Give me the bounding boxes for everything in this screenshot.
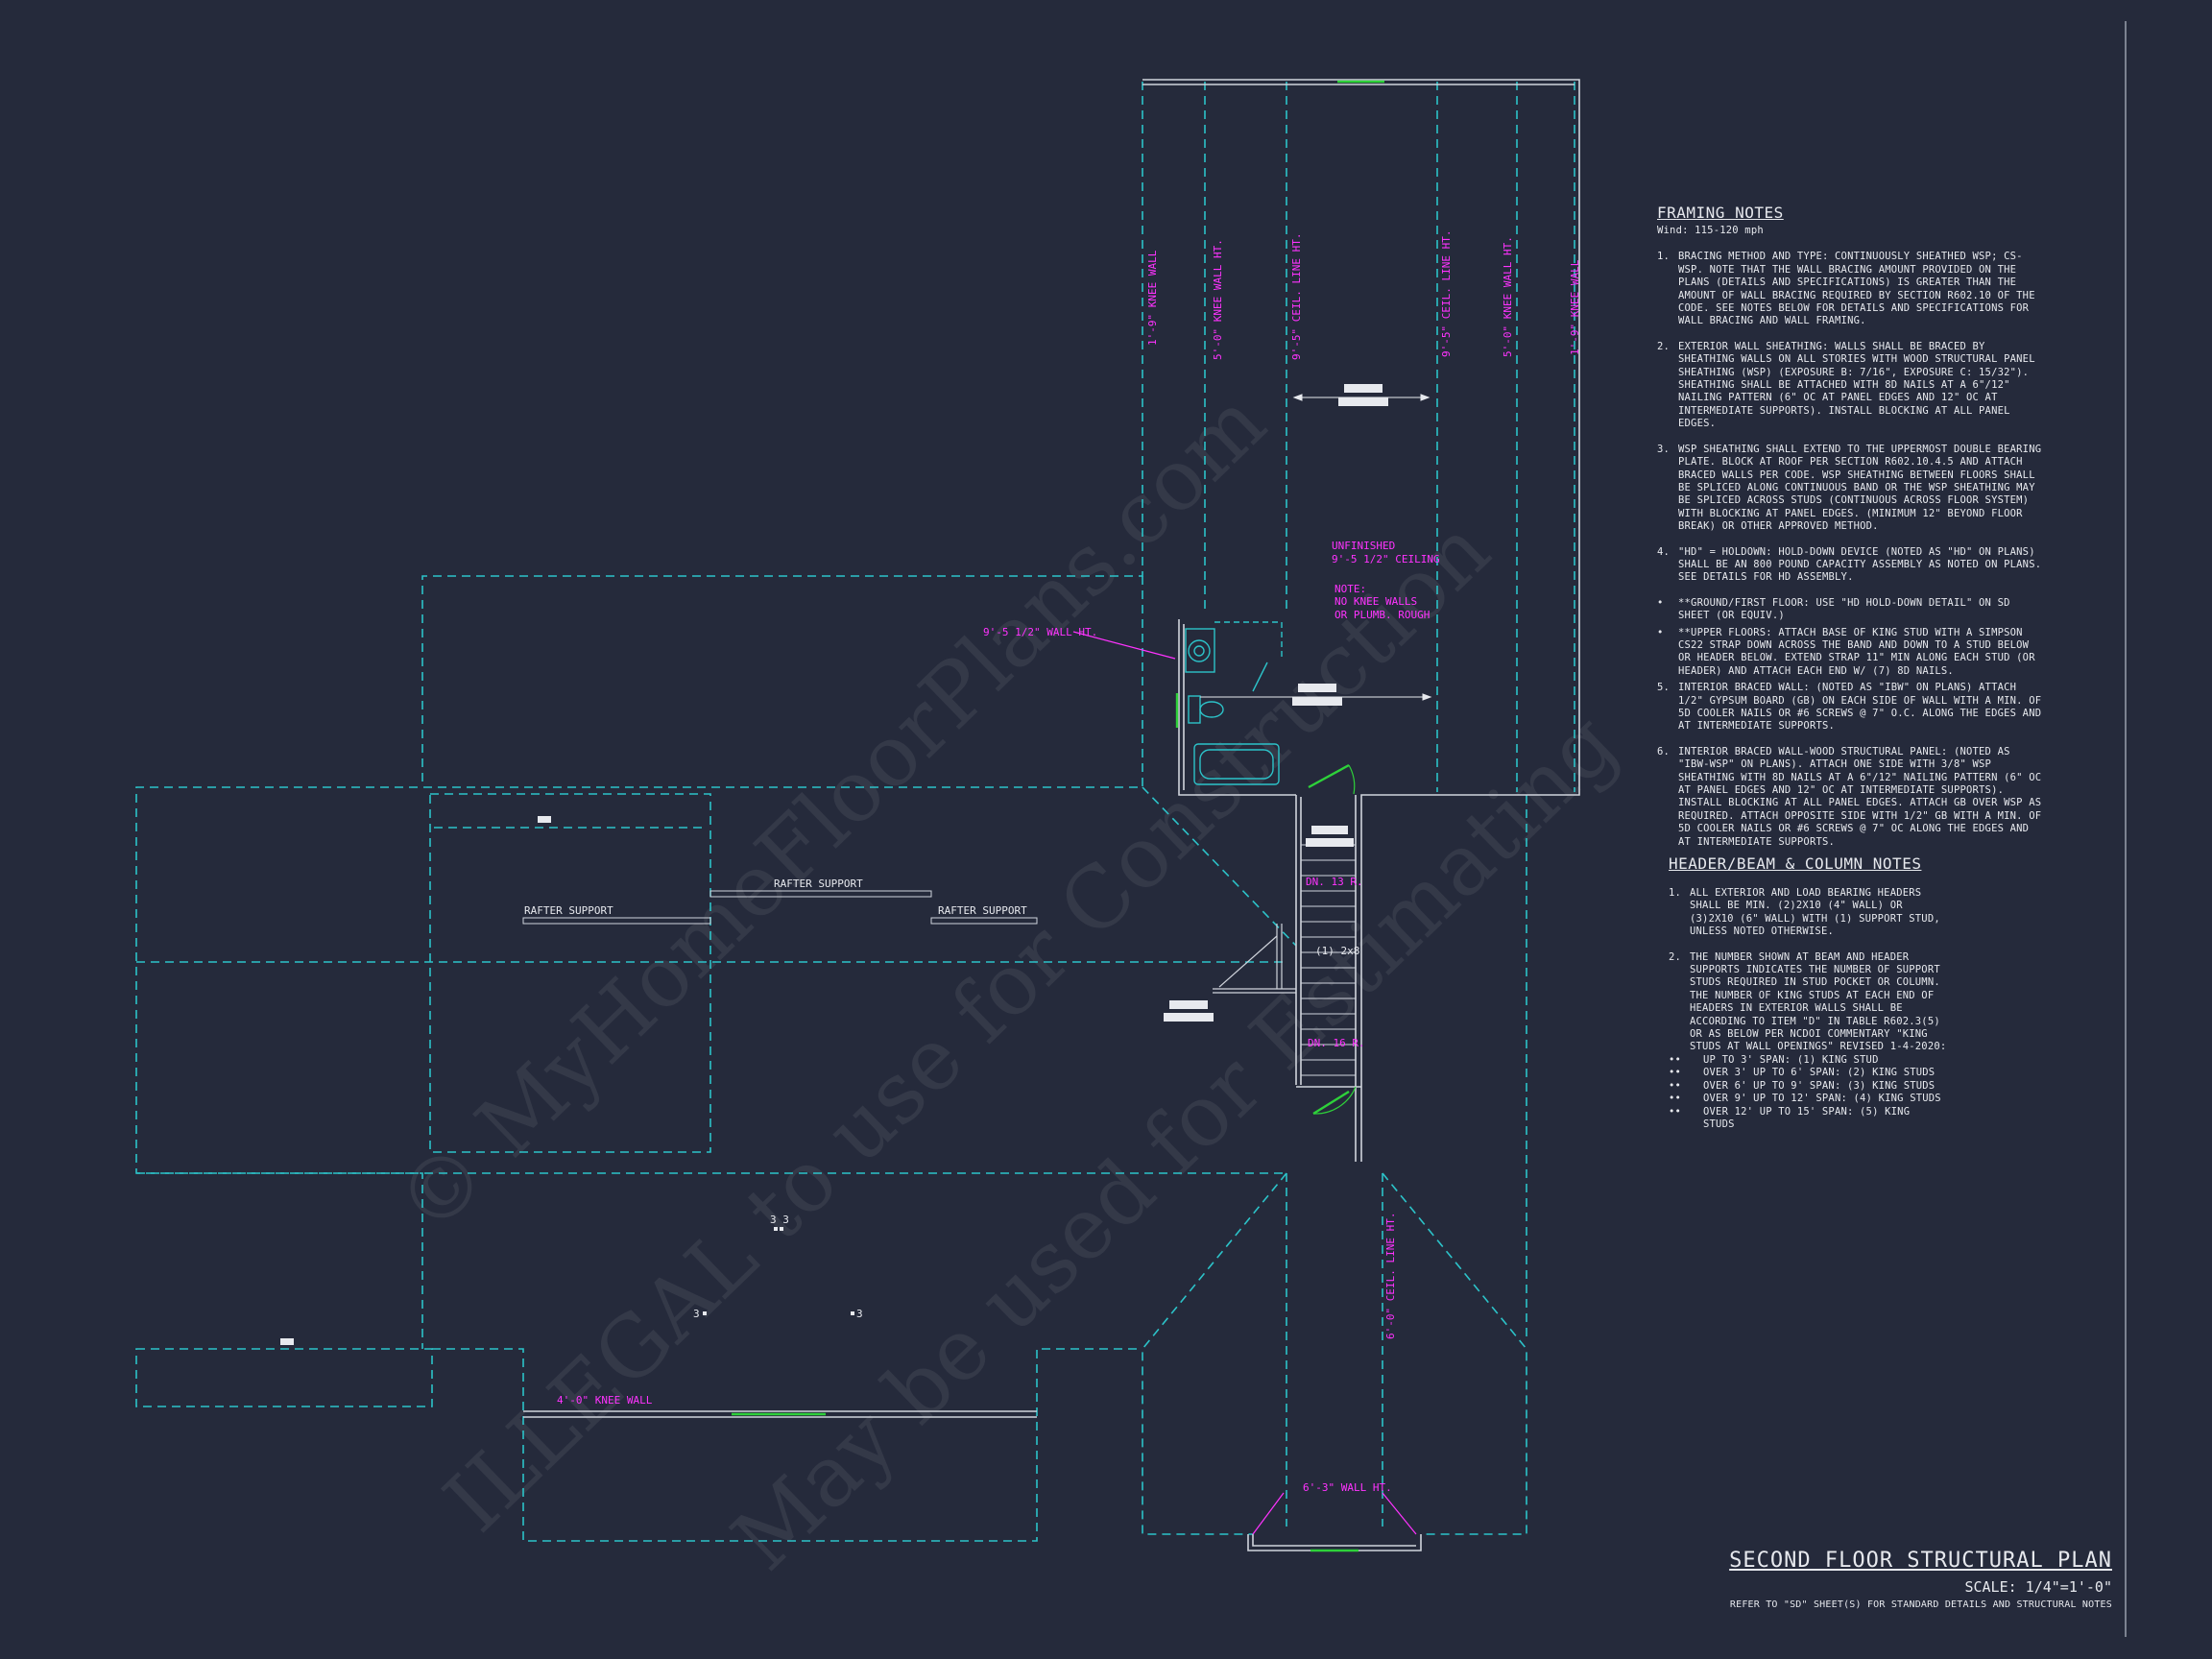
openings xyxy=(732,80,1384,1552)
label-note: NOTE: xyxy=(1334,583,1366,595)
framing-note-text: EXTERIOR WALL SHEATHING: WALLS SHALL BE … xyxy=(1678,340,2035,430)
label-no-knee-walls: NO KNEE WALLS xyxy=(1334,595,1417,608)
king-stud-span-item: •• UP TO 3' SPAN: (1) KING STUD xyxy=(1669,1054,1947,1067)
framing-note-item: 4. "HD" = HOLDOWN: HOLD-DOWN DEVICE (NOTE… xyxy=(1657,546,2043,585)
framing-note-item: • **GROUND/FIRST FLOOR: USE "HD HOLD-DOWN… xyxy=(1657,597,2043,623)
framing-note-number: • xyxy=(1657,596,1664,609)
label-knee-wall-50-left: 5'-0" KNEE WALL HT. xyxy=(1212,239,1224,360)
framing-note-text: BRACING METHOD AND TYPE: CONTINUOUSLY SH… xyxy=(1678,251,2035,327)
king-stud-span-text: OVER 12' UP TO 15' SPAN: (5) KING STUDS xyxy=(1703,1105,1911,1130)
framing-note-item: 3. WSP SHEATHING SHALL EXTEND TO THE UPPE… xyxy=(1657,444,2043,534)
stair-beam xyxy=(1213,924,1296,994)
label-knee-wall-19-left: 1'-9" KNEE WALL xyxy=(1146,250,1159,346)
bullet-mark: •• xyxy=(1669,1079,1682,1092)
header-note-text: THE NUMBER SHOWN AT BEAM AND HEADER SUPP… xyxy=(1690,950,1947,1053)
framing-note-item: 2. EXTERIOR WALL SHEATHING: WALLS SHALL B… xyxy=(1657,341,2043,431)
label-knee-wall-50-right: 5'-0" KNEE WALL HT. xyxy=(1502,236,1514,357)
framing-note-text: **UPPER FLOORS: ATTACH BASE OF KING STUD… xyxy=(1678,626,2035,677)
framing-note-text: INTERIOR BRACED WALL-WOOD STRUCTURAL PAN… xyxy=(1678,745,2042,848)
framing-note-number: 5. xyxy=(1657,682,1671,694)
label-wall-ht: 9'-5 1/2" WALL HT. xyxy=(983,626,1097,638)
label-ceil-line-95-right: 9'-5" CEIL. LINE HT. xyxy=(1440,230,1453,357)
label-mark-3-right: 3 xyxy=(856,1308,863,1320)
label-knee-wall-19-right: 1'-9" KNEE WALL xyxy=(1569,259,1581,355)
framing-note-number: 1. xyxy=(1657,251,1671,263)
label-stair-dn-13: DN. 13 R. xyxy=(1306,876,1363,888)
label-rafter-center: RAFTER SUPPORT xyxy=(774,878,863,890)
king-stud-span-text: OVER 3' UP TO 6' SPAN: (2) KING STUDS xyxy=(1703,1067,1936,1079)
label-rafter-left: RAFTER SUPPORT xyxy=(524,904,613,917)
bullet-mark: •• xyxy=(1669,1093,1682,1105)
header-note-number: 1. xyxy=(1669,887,1682,899)
king-stud-span-text: UP TO 3' SPAN: (1) KING STUD xyxy=(1703,1053,1879,1066)
header-note-item: 2. THE NUMBER SHOWN AT BEAM AND HEADER SU… xyxy=(1669,951,1947,1054)
framing-note-number: 6. xyxy=(1657,745,1671,757)
label-ceil-line-60: 6'-0" CEIL. LINE HT. xyxy=(1384,1213,1397,1339)
dashed-roof-lines xyxy=(135,82,1575,1542)
stud-marks xyxy=(703,1227,854,1315)
framing-notes-title: FRAMING NOTES xyxy=(1657,204,1784,222)
framing-note-number: 3. xyxy=(1657,443,1671,455)
framing-note-text: **GROUND/FIRST FLOOR: USE "HD HOLD-DOWN … xyxy=(1678,596,2010,622)
king-stud-span-item: •• OVER 9' UP TO 12' SPAN: (4) KING STUDS xyxy=(1669,1093,1947,1105)
framing-note-number: 2. xyxy=(1657,340,1671,352)
drawing-title: SECOND FLOOR STRUCTURAL PLAN xyxy=(1729,1549,2112,1573)
framing-note-item: 5. INTERIOR BRACED WALL: (NOTED AS "IBW" … xyxy=(1657,682,2043,733)
plan-labels: 1'-9" KNEE WALL 5'-0" KNEE WALL HT. 9'-5… xyxy=(524,230,1581,1494)
label-stair-dn-16: DN. 16 R. xyxy=(1308,1037,1365,1049)
header-callout-boxes xyxy=(280,384,1388,1345)
framing-note-text: WSP SHEATHING SHALL EXTEND TO THE UPPERM… xyxy=(1678,443,2042,533)
header-notes-panel: HEADER/BEAM & COLUMN NOTES 1. ALL EXTERIO… xyxy=(1669,854,1947,1131)
framing-note-number: 4. xyxy=(1657,545,1671,558)
header-notes-list: 1. ALL EXTERIOR AND LOAD BEARING HEADERS … xyxy=(1669,887,1947,1131)
king-stud-span-item: •• OVER 3' UP TO 6' SPAN: (2) KING STUDS xyxy=(1669,1067,1947,1079)
header-notes-title: HEADER/BEAM & COLUMN NOTES xyxy=(1669,854,1922,873)
label-rafter-right: RAFTER SUPPORT xyxy=(938,904,1027,917)
title-block: SECOND FLOOR STRUCTURAL PLAN SCALE: 1/4"… xyxy=(1729,1548,2112,1610)
rafter-supports xyxy=(522,890,1038,925)
header-note-item: 1. ALL EXTERIOR AND LOAD BEARING HEADERS … xyxy=(1669,887,1947,939)
walls xyxy=(523,79,1580,1551)
king-stud-span-text: OVER 9' UP TO 12' SPAN: (4) KING STUDS xyxy=(1703,1093,1941,1105)
bathroom-fixtures xyxy=(1185,621,1283,785)
framing-note-number: • xyxy=(1657,626,1664,638)
header-note-text: ALL EXTERIOR AND LOAD BEARING HEADERS SH… xyxy=(1690,887,1940,938)
framing-notes-wind: Wind: 115-120 mph xyxy=(1657,225,1764,236)
label-mark-33: 3 3 xyxy=(770,1214,789,1226)
label-unfinished-ceiling: 9'-5 1/2" CEILING xyxy=(1332,553,1440,565)
label-unfinished: UNFINISHED xyxy=(1332,540,1395,552)
king-stud-span-item: •• OVER 6' UP TO 9' SPAN: (3) KING STUDS xyxy=(1669,1080,1947,1093)
bullet-mark: •• xyxy=(1669,1053,1682,1066)
framing-notes-panel: FRAMING NOTES Wind: 115-120 mph 1. BRACIN… xyxy=(1657,204,2043,861)
label-2x8: (1) 2x8 xyxy=(1315,945,1359,957)
label-plumb-rough: OR PLUMB. ROUGH xyxy=(1334,609,1430,621)
drawing-reference: REFER TO "SD" SHEET(S) FOR STANDARD DETA… xyxy=(1729,1599,2112,1610)
label-leaders xyxy=(1072,631,1417,1535)
framing-note-item: 6. INTERIOR BRACED WALL-WOOD STRUCTURAL P… xyxy=(1657,746,2043,849)
king-stud-span-item: •• OVER 12' UP TO 15' SPAN: (5) KING STUD… xyxy=(1669,1106,1947,1132)
king-stud-span-text: OVER 6' UP TO 9' SPAN: (3) KING STUDS xyxy=(1703,1079,1936,1092)
label-mark-3-left: 3 xyxy=(693,1308,700,1320)
framing-note-item: 1. BRACING METHOD AND TYPE: CONTINUOUSLY … xyxy=(1657,251,2043,327)
bullet-mark: •• xyxy=(1669,1067,1682,1079)
framing-note-text: "HD" = HOLDOWN: HOLD-DOWN DEVICE (NOTED … xyxy=(1678,545,2042,584)
drawing-scale: SCALE: 1/4"=1'-0" xyxy=(1964,1578,2112,1596)
label-knee-wall-40: 4'-0" KNEE WALL xyxy=(557,1394,653,1407)
dimension-lines xyxy=(1200,394,1432,701)
header-note-number: 2. xyxy=(1669,950,1682,963)
bullet-mark: •• xyxy=(1669,1105,1682,1118)
label-ceil-line-95-left: 9'-5" CEIL. LINE HT. xyxy=(1290,233,1303,360)
label-wall-ht-63: 6'-3" WALL HT. xyxy=(1303,1481,1392,1494)
framing-notes-list: 1. BRACING METHOD AND TYPE: CONTINUOUSLY … xyxy=(1657,251,2043,849)
framing-note-text: INTERIOR BRACED WALL: (NOTED AS "IBW" ON… xyxy=(1678,682,2042,733)
framing-note-item: • **UPPER FLOORS: ATTACH BASE OF KING STU… xyxy=(1657,627,2043,679)
